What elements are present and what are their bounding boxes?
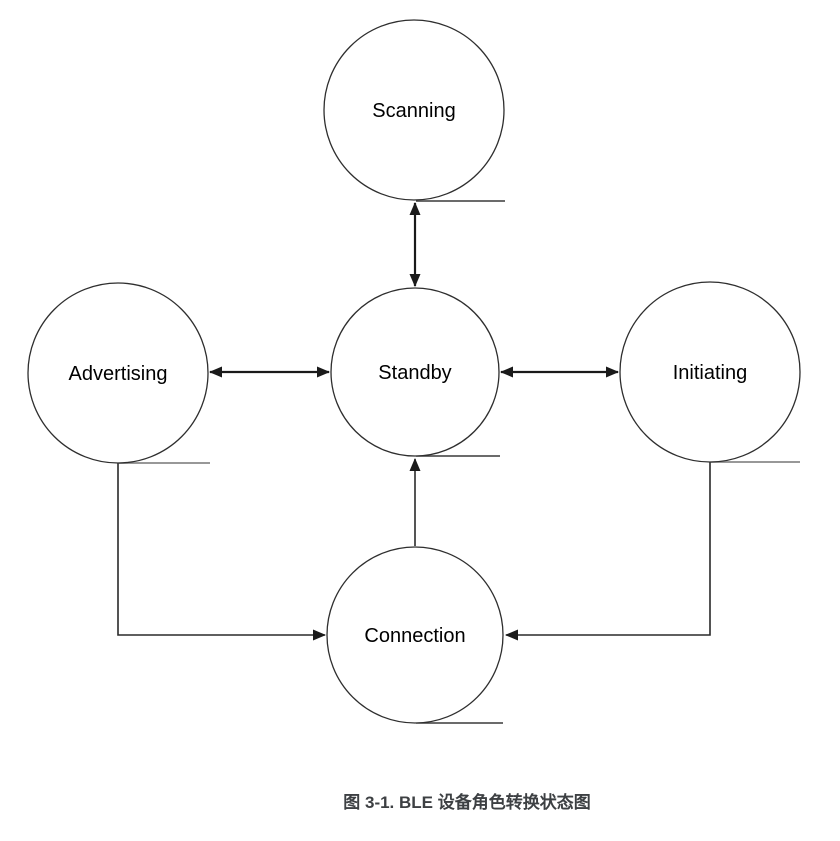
node-advertising-label: Advertising <box>69 363 168 385</box>
node-standby-circle <box>330 287 500 457</box>
node-initiating-circle <box>619 281 801 463</box>
node-advertising: Advertising <box>27 282 209 464</box>
figure-caption: 图 3-1. BLE 设备角色转换状态图 <box>343 793 591 812</box>
edge-advertising-connection <box>117 463 326 641</box>
node-initiating: Initiating <box>619 281 801 463</box>
node-advertising-circle <box>27 282 209 464</box>
node-scanning-label: Scanning <box>372 100 455 122</box>
node-standby-label: Standby <box>378 362 451 384</box>
node-scanning: Scanning <box>323 19 505 201</box>
node-connection-circle <box>326 546 504 724</box>
edge-initiating-connection <box>505 462 711 641</box>
node-connection: Connection <box>326 546 504 724</box>
node-connection-label: Connection <box>364 625 465 647</box>
node-scanning-circle <box>323 19 505 201</box>
node-initiating-label: Initiating <box>673 362 748 384</box>
node-standby: Standby <box>330 287 500 457</box>
